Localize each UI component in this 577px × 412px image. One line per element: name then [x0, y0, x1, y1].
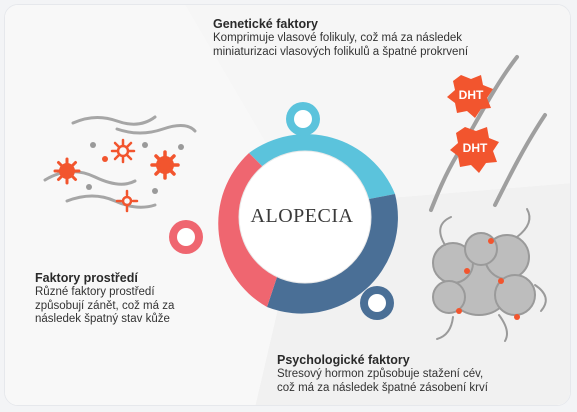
- knob-psychological: [360, 286, 394, 320]
- factor-description-line: Různé faktory prostředí: [35, 286, 155, 298]
- dht-molecule-2: DHT: [450, 127, 499, 173]
- particle-dot: [90, 142, 96, 148]
- hair-strand: [115, 124, 197, 135]
- diagram-card: DHT DHT: [4, 4, 571, 406]
- particle-dot: [488, 238, 494, 244]
- hair-strand: [65, 194, 157, 209]
- knob-environment: [169, 220, 203, 254]
- knob-genetic: [286, 102, 320, 136]
- particle-dot: [86, 184, 92, 190]
- factor-title: Psychologické faktory: [277, 353, 410, 367]
- factor-title: Faktory prostředí: [35, 271, 138, 285]
- environment-illustration: [43, 115, 197, 213]
- particle-dot: [102, 156, 108, 162]
- factor-description-line: následek špatný stav kůže: [35, 313, 170, 325]
- factor-description-line: Komprimuje vlasové folikuly, což má za n…: [213, 32, 463, 44]
- factor-psychological: Psychologické faktory Stresový hormon zp…: [277, 353, 557, 395]
- particle-dot: [514, 314, 520, 320]
- particle-dot: [142, 142, 148, 148]
- germ-icon: [115, 189, 139, 213]
- germ-icon: [150, 150, 180, 180]
- factor-environment: Faktory prostředí Různé faktory prostřed…: [35, 271, 205, 327]
- factor-description-line: což má za následek špatné zásobení krví: [277, 381, 488, 394]
- diagram-art: DHT DHT: [5, 5, 570, 405]
- germ-icon: [53, 157, 81, 185]
- factor-description-line: miniaturizaci vlasových folikulů a špatn…: [213, 45, 469, 58]
- factor-genetic: Genetické faktory Komprimuje vlasové fol…: [213, 17, 533, 59]
- particle-dot: [464, 268, 470, 274]
- factor-title: Genetické faktory: [213, 17, 318, 31]
- factor-description-line: způsobují zánět, což má za: [35, 299, 175, 312]
- factor-description-line: Stresový hormon způsobuje stažení cév,: [277, 368, 484, 380]
- particle-dot: [456, 308, 462, 314]
- center-label: ALOPECIA: [250, 205, 354, 227]
- dht-molecule-1: DHT: [447, 75, 493, 118]
- particle-dot: [152, 188, 158, 194]
- particle-dot: [178, 144, 184, 150]
- center-circle: [238, 150, 372, 284]
- dht-label-1: DHT: [459, 88, 484, 102]
- dht-illustration: DHT DHT: [429, 55, 547, 212]
- particle-dot: [498, 278, 504, 284]
- stress-cloud-illustration: [432, 208, 547, 342]
- germ-icon: [110, 138, 136, 164]
- hair-strand: [71, 115, 157, 126]
- dht-label-2: DHT: [463, 141, 488, 155]
